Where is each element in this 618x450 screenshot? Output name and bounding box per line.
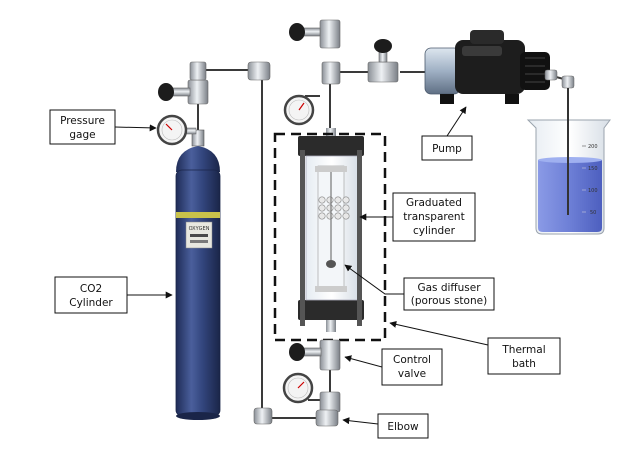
label-thermal-bath: Thermal bath: [487, 337, 561, 375]
pressure-gauge-left: [156, 114, 197, 146]
valve-icon-bottom: [289, 339, 341, 371]
beaker-icon: 200 150 100 50: [526, 88, 611, 235]
vacuum-pump-icon: [424, 30, 575, 104]
elbow-fittings: [253, 407, 339, 427]
label-graduated-cylinder: Graduated transparent cylinder: [392, 192, 476, 242]
graduated-cylinder-icon: [298, 128, 364, 332]
pressure-gauge-top: [283, 94, 315, 126]
pump-label: Pump: [432, 143, 462, 155]
control-valve-line1: Control: [393, 354, 431, 366]
graduated-line2: transparent: [403, 211, 464, 223]
elbow-label: Elbow: [387, 421, 419, 433]
pressure-gage-line2: gage: [69, 129, 95, 141]
gas-diffuser-line2: (porous stone): [411, 295, 487, 307]
label-control-valve: Control valve: [381, 348, 443, 386]
thermal-bath-line1: Thermal: [501, 344, 545, 356]
beaker-scale-2: 150: [588, 166, 598, 172]
label-co2-cylinder: CO2 Cylinder: [54, 276, 128, 314]
co2-cylinder-line1: CO2: [80, 283, 102, 295]
label-elbow: Elbow: [377, 413, 429, 439]
pressure-gauge-bottom: [282, 372, 341, 413]
thermal-bath-line2: bath: [512, 358, 536, 370]
label-pressure-gage: Pressure gage: [49, 109, 116, 145]
label-gas-diffuser: Gas diffuser (porous stone): [403, 277, 495, 311]
valve-icon-cylinder: [158, 61, 271, 105]
beaker-scale-3: 100: [588, 188, 598, 194]
beaker-scale-1: 200: [588, 144, 598, 150]
valve-icon-top: [289, 19, 341, 85]
co2-cylinder-line2: Cylinder: [69, 297, 113, 309]
graduated-line1: Graduated: [406, 197, 462, 209]
beaker-scale-4: 50: [590, 210, 596, 216]
valve-icon-pump-line: [367, 39, 399, 83]
control-valve-line2: valve: [398, 368, 426, 380]
co2-cylinder-icon: OXYGEN: [175, 129, 221, 420]
gas-diffuser-line1: Gas diffuser: [417, 282, 481, 294]
graduated-line3: cylinder: [413, 225, 456, 237]
pressure-gage-line1: Pressure: [60, 115, 105, 127]
label-pump: Pump: [421, 135, 473, 161]
cylinder-tag: OXYGEN: [189, 226, 210, 232]
